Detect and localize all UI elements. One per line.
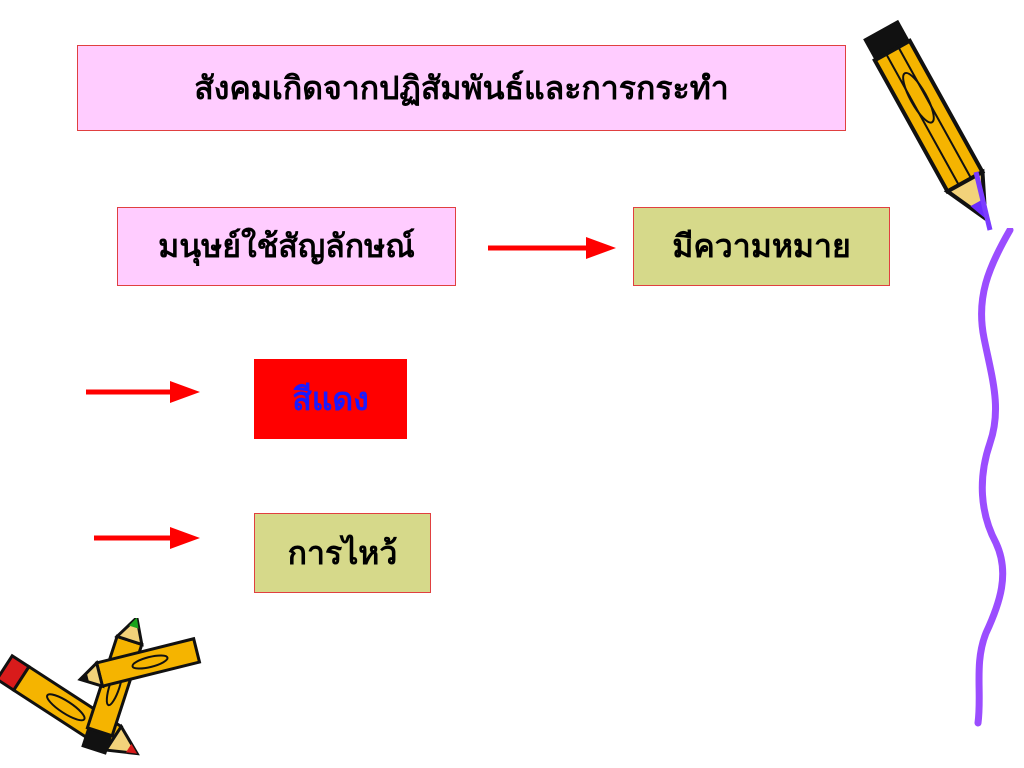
arrow-right-icon: [94, 527, 200, 549]
example-wai-box: การไหว้: [254, 513, 431, 593]
example-red-box: สีแดง: [254, 359, 407, 439]
symbol-box: มนุษย์ใช้สัญลักษณ์: [117, 207, 456, 286]
wavy-line-icon: [974, 228, 1014, 727]
crossed-pencils-icon: [0, 618, 202, 756]
arrow-right-icon: [86, 381, 200, 403]
pencil-icon: [863, 19, 993, 231]
meaning-box: มีความหมาย: [633, 207, 890, 286]
arrow-right-icon: [488, 237, 616, 259]
slide-title: สังคมเกิดจากปฏิสัมพันธ์และการกระทำ: [77, 45, 846, 131]
